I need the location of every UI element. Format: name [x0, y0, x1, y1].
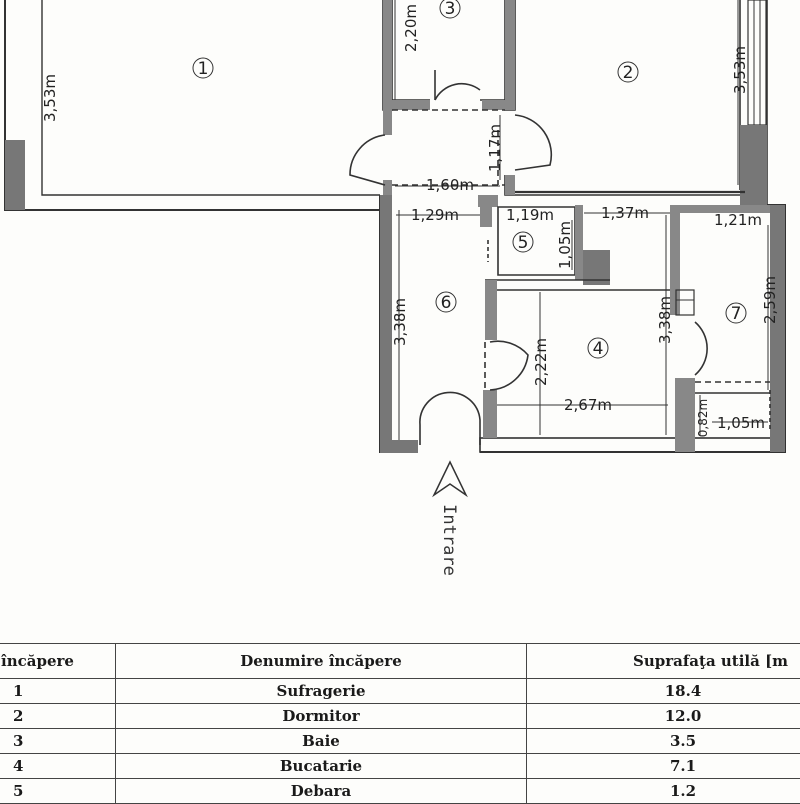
dim-room4-top-width: 1,37m	[601, 204, 649, 222]
cell-area: 18.4	[527, 679, 800, 704]
col-room-number: încăpere	[0, 644, 116, 679]
cell-area: 1.2	[527, 779, 800, 804]
dimension-labels: 3,53m 3,53m 2,20m 1,17m 1,60m 1,29m 1,19…	[41, 4, 779, 437]
room-number-4: 4	[593, 339, 604, 359]
cell-name: Sufragerie	[116, 679, 527, 704]
col-area: Suprafaţa utilă [m	[527, 644, 800, 679]
table-row: 1 Sufragerie 18.4	[0, 679, 800, 704]
cell-name: Debara	[116, 779, 527, 804]
dim-room4-right-height: 3,38m	[656, 296, 674, 344]
cell-nr: 5	[0, 779, 116, 804]
dim-hall-width: 1,60m	[426, 176, 474, 194]
room-number-6: 6	[441, 293, 452, 313]
room-number-1: 1	[198, 59, 209, 79]
cell-area: 7.1	[527, 754, 800, 779]
room-number-3: 3	[445, 0, 456, 19]
cell-area: 12.0	[527, 704, 800, 729]
room-number-5: 5	[518, 233, 529, 253]
cell-nr: 3	[0, 729, 116, 754]
col-room-name: Denumire încăpere	[116, 644, 527, 679]
table-row: 5 Debara 1.2	[0, 779, 800, 804]
cell-name: Baie	[116, 729, 527, 754]
dim-small-width: 1,05m	[717, 414, 765, 432]
room-number-7: 7	[731, 304, 742, 324]
floor-plan: 1 2 3 4 5 6 7 3,53m 3,53m 2,20m 1,17m 1,…	[0, 0, 800, 610]
dim-room7-width: 1,21m	[714, 211, 762, 229]
dim-room1-height: 3,53m	[41, 74, 59, 122]
cell-name: Bucatarie	[116, 754, 527, 779]
dim-room5-height: 1,05m	[556, 221, 574, 269]
room-table: încăpere Denumire încăpere Suprafaţa uti…	[0, 643, 800, 804]
cell-name: Dormitor	[116, 704, 527, 729]
table-header-row: încăpere Denumire încăpere Suprafaţa uti…	[0, 644, 800, 679]
table-row: 4 Bucatarie 7.1	[0, 754, 800, 779]
dim-hall-height: 1,17m	[486, 124, 504, 172]
dim-room4-left-height: 2,22m	[532, 338, 550, 386]
cell-nr: 1	[0, 679, 116, 704]
dim-room3-height: 2,20m	[402, 4, 420, 52]
cell-area: 3.5	[527, 729, 800, 754]
dim-room6-height: 3,38m	[391, 298, 409, 346]
room-number-2: 2	[623, 63, 634, 83]
dim-small-height: 0,82m	[696, 399, 710, 437]
table-row: 3 Baie 3.5	[0, 729, 800, 754]
cell-nr: 2	[0, 704, 116, 729]
table-row: 2 Dormitor 12.0	[0, 704, 800, 729]
dim-room6-width: 1,29m	[411, 206, 459, 224]
dim-room5-width: 1,19m	[506, 206, 554, 224]
entry-label: Intrare	[439, 504, 459, 576]
dim-room7-height: 2,59m	[761, 276, 779, 324]
cell-nr: 4	[0, 754, 116, 779]
dim-room2-height: 3,53m	[731, 46, 749, 94]
dim-room4-width: 2,67m	[564, 396, 612, 414]
